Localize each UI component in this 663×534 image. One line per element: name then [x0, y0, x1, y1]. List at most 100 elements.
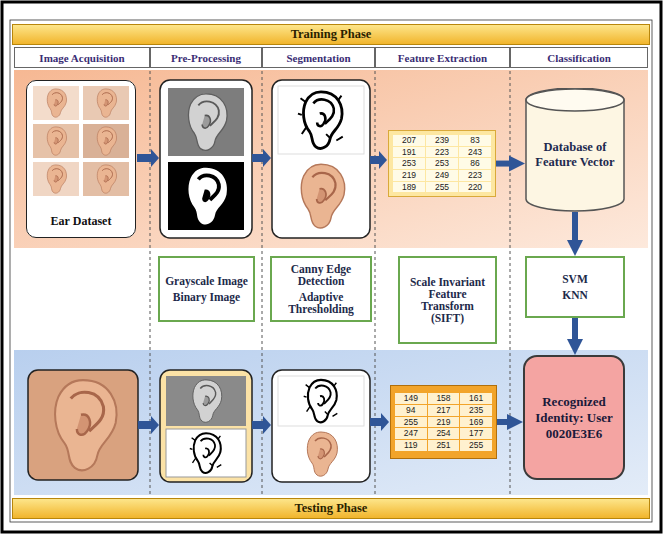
flow-connector — [497, 419, 515, 425]
method-label: Adaptive Thresholding — [277, 291, 365, 315]
table-cell: 219 — [428, 417, 460, 428]
method-label: Binary Image — [173, 291, 240, 303]
table-cell: 243 — [459, 147, 491, 158]
feature-table: 1491581619421723525521916924725417711925… — [390, 385, 497, 459]
method-box: Scale Invariant Feature Transform (SIFT) — [398, 256, 497, 344]
ear-photo — [47, 89, 66, 117]
ear-photo — [33, 86, 79, 120]
column-header: Image Acquisition — [14, 47, 150, 68]
divider-line — [262, 47, 263, 497]
ear-photo — [33, 162, 79, 196]
database-label: Database of Feature Vector — [533, 140, 617, 170]
segmentation-panel — [272, 80, 370, 238]
table-cell: 254 — [428, 428, 460, 439]
ear-photo — [97, 89, 116, 117]
method-box: Grayscale ImageBinary Image — [158, 256, 255, 322]
training-band — [14, 70, 648, 248]
table-cell: 189 — [393, 182, 425, 193]
ear-photo — [97, 165, 116, 193]
dataset-panel — [26, 80, 136, 238]
column-header: Pre-Processing — [150, 47, 262, 68]
flow-arrow — [370, 151, 387, 169]
table-cell: 169 — [460, 417, 492, 428]
phase-title: Testing Phase — [295, 501, 368, 516]
flow-arrows — [137, 149, 389, 434]
ear-photo — [83, 86, 129, 120]
table-cell: 219 — [393, 170, 425, 181]
method-label: KNN — [562, 289, 588, 301]
flow-arrow — [370, 413, 389, 431]
header-label: Classification — [547, 52, 611, 64]
divider-line — [150, 47, 151, 497]
flow-connector — [496, 161, 517, 167]
preprocess-panel — [160, 80, 252, 238]
edge-image — [278, 376, 364, 426]
table-cell: 220 — [459, 182, 491, 193]
flow-arrow — [137, 149, 159, 167]
table-cell: 86 — [459, 158, 491, 169]
table-cell: 255 — [460, 440, 492, 451]
table-cell: 255 — [426, 182, 458, 193]
flow-connector — [572, 212, 578, 248]
table-cell: 223 — [426, 147, 458, 158]
result-box: Recognized Identity: User 0020E3E6 — [523, 355, 625, 480]
edge-image — [304, 380, 338, 422]
table-cell: 191 — [393, 147, 425, 158]
ear-photo — [47, 127, 66, 155]
result-label: Recognized Identity: User 0020E3E6 — [531, 394, 617, 442]
table-cell: 207 — [393, 135, 425, 146]
preprocess-panel — [160, 370, 252, 482]
segmented-ear — [307, 432, 337, 476]
binary-image — [188, 168, 227, 225]
cylinder-body — [526, 88, 624, 211]
column-dividers — [150, 47, 510, 497]
table-cell: 83 — [459, 135, 491, 146]
table-cell: 249 — [426, 170, 458, 181]
table-cell: 235 — [460, 405, 492, 416]
ear-photo — [47, 165, 66, 193]
table-cell: 217 — [428, 405, 460, 416]
ear-photo — [83, 124, 129, 158]
binary-image — [168, 162, 244, 230]
header-label: Feature Extraction — [398, 52, 487, 64]
database-cylinder: Database of Feature Vector — [525, 88, 625, 212]
method-label: Canny Edge Detection — [277, 263, 365, 287]
grayscale-image — [166, 376, 246, 426]
method-label: SVM — [562, 273, 588, 285]
method-label: Scale Invariant Feature Transform (SIFT) — [405, 276, 490, 324]
feature-table: 2072398319122324325325386219249223189255… — [388, 130, 496, 197]
ear-photo — [83, 162, 129, 196]
header-label: Image Acquisition — [39, 52, 124, 64]
binary-image — [190, 433, 222, 473]
table-cell: 119 — [395, 440, 427, 451]
box-label: Ear Dataset — [51, 214, 112, 229]
edge-image — [298, 92, 343, 149]
table-cell: 161 — [460, 393, 492, 404]
grayscale-image — [193, 380, 222, 422]
dataset-box: Ear Dataset — [26, 80, 136, 238]
flow-arrow — [252, 149, 271, 167]
test-ear-photo — [28, 370, 138, 480]
phase-band: Training Phase — [12, 24, 650, 45]
divider-line — [510, 47, 511, 497]
inner-frame — [10, 20, 652, 522]
test-ear-photo — [55, 380, 116, 470]
ear-photo — [97, 127, 116, 155]
flow-arrow — [252, 416, 271, 434]
flow-connector — [572, 318, 578, 347]
table-cell: 247 — [395, 428, 427, 439]
table-cell: 253 — [426, 158, 458, 169]
method-box: Canny Edge DetectionAdaptive Thresholdin… — [270, 256, 372, 322]
segmented-ear — [301, 164, 344, 228]
testing-band — [14, 350, 648, 495]
method-label: Grayscale Image — [165, 275, 248, 287]
table-cell: 251 — [428, 440, 460, 451]
table-cell: 255 — [395, 417, 427, 428]
ear-photo — [33, 124, 79, 158]
divider-line — [375, 47, 376, 497]
edge-image — [278, 86, 364, 154]
table-cell: 223 — [459, 170, 491, 181]
phase-title: Training Phase — [291, 27, 372, 42]
segmentation-panel — [272, 370, 370, 482]
